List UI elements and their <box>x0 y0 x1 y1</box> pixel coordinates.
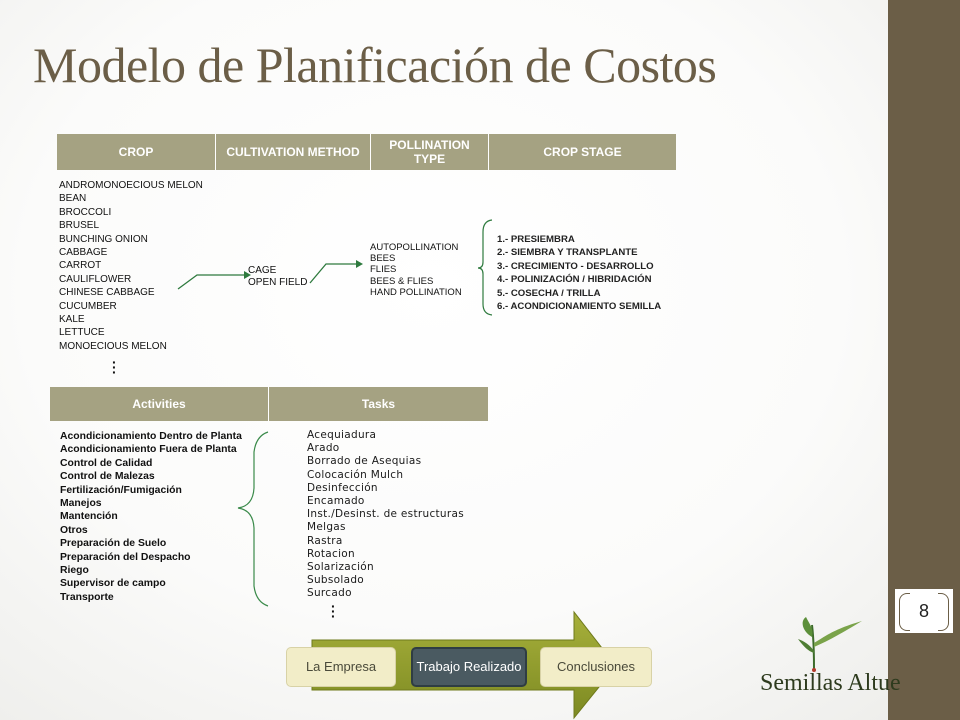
task-item: Inst./Desinst. de estructuras <box>307 508 465 521</box>
crop-item: MONOECIOUS MELON <box>59 340 167 352</box>
task-item: Rastra <box>307 534 343 547</box>
activity-item: Riego <box>60 565 89 577</box>
activity-item: Acondicionamiento Dentro de Planta <box>60 431 242 442</box>
crop-item: BUNCHING ONION <box>59 233 148 245</box>
activity-item: Manejos <box>60 498 102 510</box>
nav-tab-conclusiones[interactable]: Conclusiones <box>540 647 652 687</box>
crop-item: BEAN <box>59 193 87 205</box>
page-number: 8 <box>918 601 929 621</box>
method-item: CAGE <box>248 265 277 276</box>
header-cultivation-method: CULTIVATION METHOD <box>215 134 370 170</box>
logo-text: Semillas Altue <box>760 670 901 696</box>
crop-list: ANDROMONOECIOUS MELON BEAN BROCCOLI BRUS… <box>59 179 203 353</box>
pollination-list: AUTOPOLLINATION BEES FLIES BEES & FLIES … <box>370 242 462 298</box>
pollination-item: BEES <box>370 253 396 265</box>
task-item: Subsolado <box>307 574 365 587</box>
stage-item: 5.- COSECHA / TRILLA <box>497 287 601 299</box>
activity-item: Control de Malezas <box>60 471 155 483</box>
pollination-item: AUTOPOLLINATION <box>370 242 459 253</box>
arrowhead-icon <box>244 271 251 279</box>
activity-item: Fertilización/Fumigación <box>60 484 182 496</box>
crop-item: CUCUMBER <box>59 300 117 312</box>
crop-item: CARROT <box>59 260 102 272</box>
nav-tab-trabajo-realizado[interactable]: Trabajo Realizado <box>411 647 527 687</box>
task-item: Colocación Mulch <box>307 468 404 481</box>
slide-title: Modelo de Planificación de Costos <box>33 37 717 93</box>
header-pollination-type: POLLINATION TYPE <box>370 134 488 170</box>
crop-item: BROCCOLI <box>59 206 112 218</box>
stage-item: 4.- POLINIZACIÓN / HIBRIDACIÓN <box>497 274 652 286</box>
header-crop: CROP <box>57 134 215 170</box>
cultivation-method-list: CAGE OPEN FIELD <box>248 265 307 288</box>
stage-item: 1.- PRESIEMBRA <box>497 234 575 245</box>
task-item: Solarización <box>307 561 374 574</box>
arrow-crop-to-method <box>177 274 244 290</box>
semillas-altue-logo-icon <box>798 617 862 672</box>
task-item: Desinfección <box>307 481 378 494</box>
method-item: OPEN FIELD <box>248 276 308 288</box>
stage-bracket-icon <box>477 219 493 316</box>
activity-item: Preparación del Despacho <box>60 551 191 563</box>
activity-item: Transporte <box>60 591 114 603</box>
crop-item: LETTUCE <box>59 327 105 339</box>
crop-list-ellipsis-icon: ··· <box>112 354 117 380</box>
task-item: Melgas <box>307 521 346 534</box>
header-crop-stage: CROP STAGE <box>488 134 676 170</box>
crop-item: BRUSEL <box>59 220 100 232</box>
page-number-box: 8 <box>895 589 953 633</box>
arrow-method-to-pollination <box>309 263 356 284</box>
tasks-list-ellipsis-icon: ··· <box>331 598 336 624</box>
tasks-bracket-icon <box>237 431 269 607</box>
crop-stage-list: 1.- PRESIEMBRA 2.- SIEMBRA Y TRANSPLANTE… <box>497 233 661 313</box>
arrowhead-icon <box>356 260 363 268</box>
activity-item: Mantención <box>60 511 118 523</box>
activity-item: Preparación de Suelo <box>60 538 167 550</box>
header-tasks: Tasks <box>268 387 488 421</box>
crop-item: CHINESE CABBAGE <box>59 287 155 299</box>
stage-item: 3.- CRECIMIENTO - DESARROLLO <box>497 260 654 272</box>
task-item: Acequiadura <box>307 429 377 441</box>
crop-item: KALE <box>59 314 85 326</box>
activity-item: Supervisor de campo <box>60 578 166 590</box>
task-item: Arado <box>307 442 340 455</box>
stage-item: 6.- ACONDICIONAMIENTO SEMILLA <box>497 301 662 313</box>
stage-item: 2.- SIEMBRA Y TRANSPLANTE <box>497 247 638 259</box>
activity-item: Acondicionamiento Fuera de Planta <box>60 444 237 456</box>
crop-item: ANDROMONOECIOUS MELON <box>59 180 203 191</box>
activity-item: Otros <box>60 524 88 536</box>
task-item: Borrado de Asequias <box>307 455 422 468</box>
tasks-list: Acequiadura Arado Borrado de Asequias Co… <box>307 429 464 601</box>
task-item: Encamado <box>307 495 365 508</box>
pollination-item: FLIES <box>370 264 397 276</box>
nav-tab-la-empresa[interactable]: La Empresa <box>286 647 396 687</box>
crop-item: CABBAGE <box>59 247 108 259</box>
task-item: Surcado <box>307 587 352 600</box>
activity-item: Control de Calidad <box>60 457 153 469</box>
activities-list: Acondicionamiento Dentro de Planta Acond… <box>60 430 242 604</box>
pollination-item: BEES & FLIES <box>370 275 434 287</box>
pollination-item: HAND POLLINATION <box>370 286 462 298</box>
crop-item: CAULIFLOWER <box>59 273 132 285</box>
task-item: Rotacion <box>307 547 355 560</box>
header-activities: Activities <box>50 387 268 421</box>
